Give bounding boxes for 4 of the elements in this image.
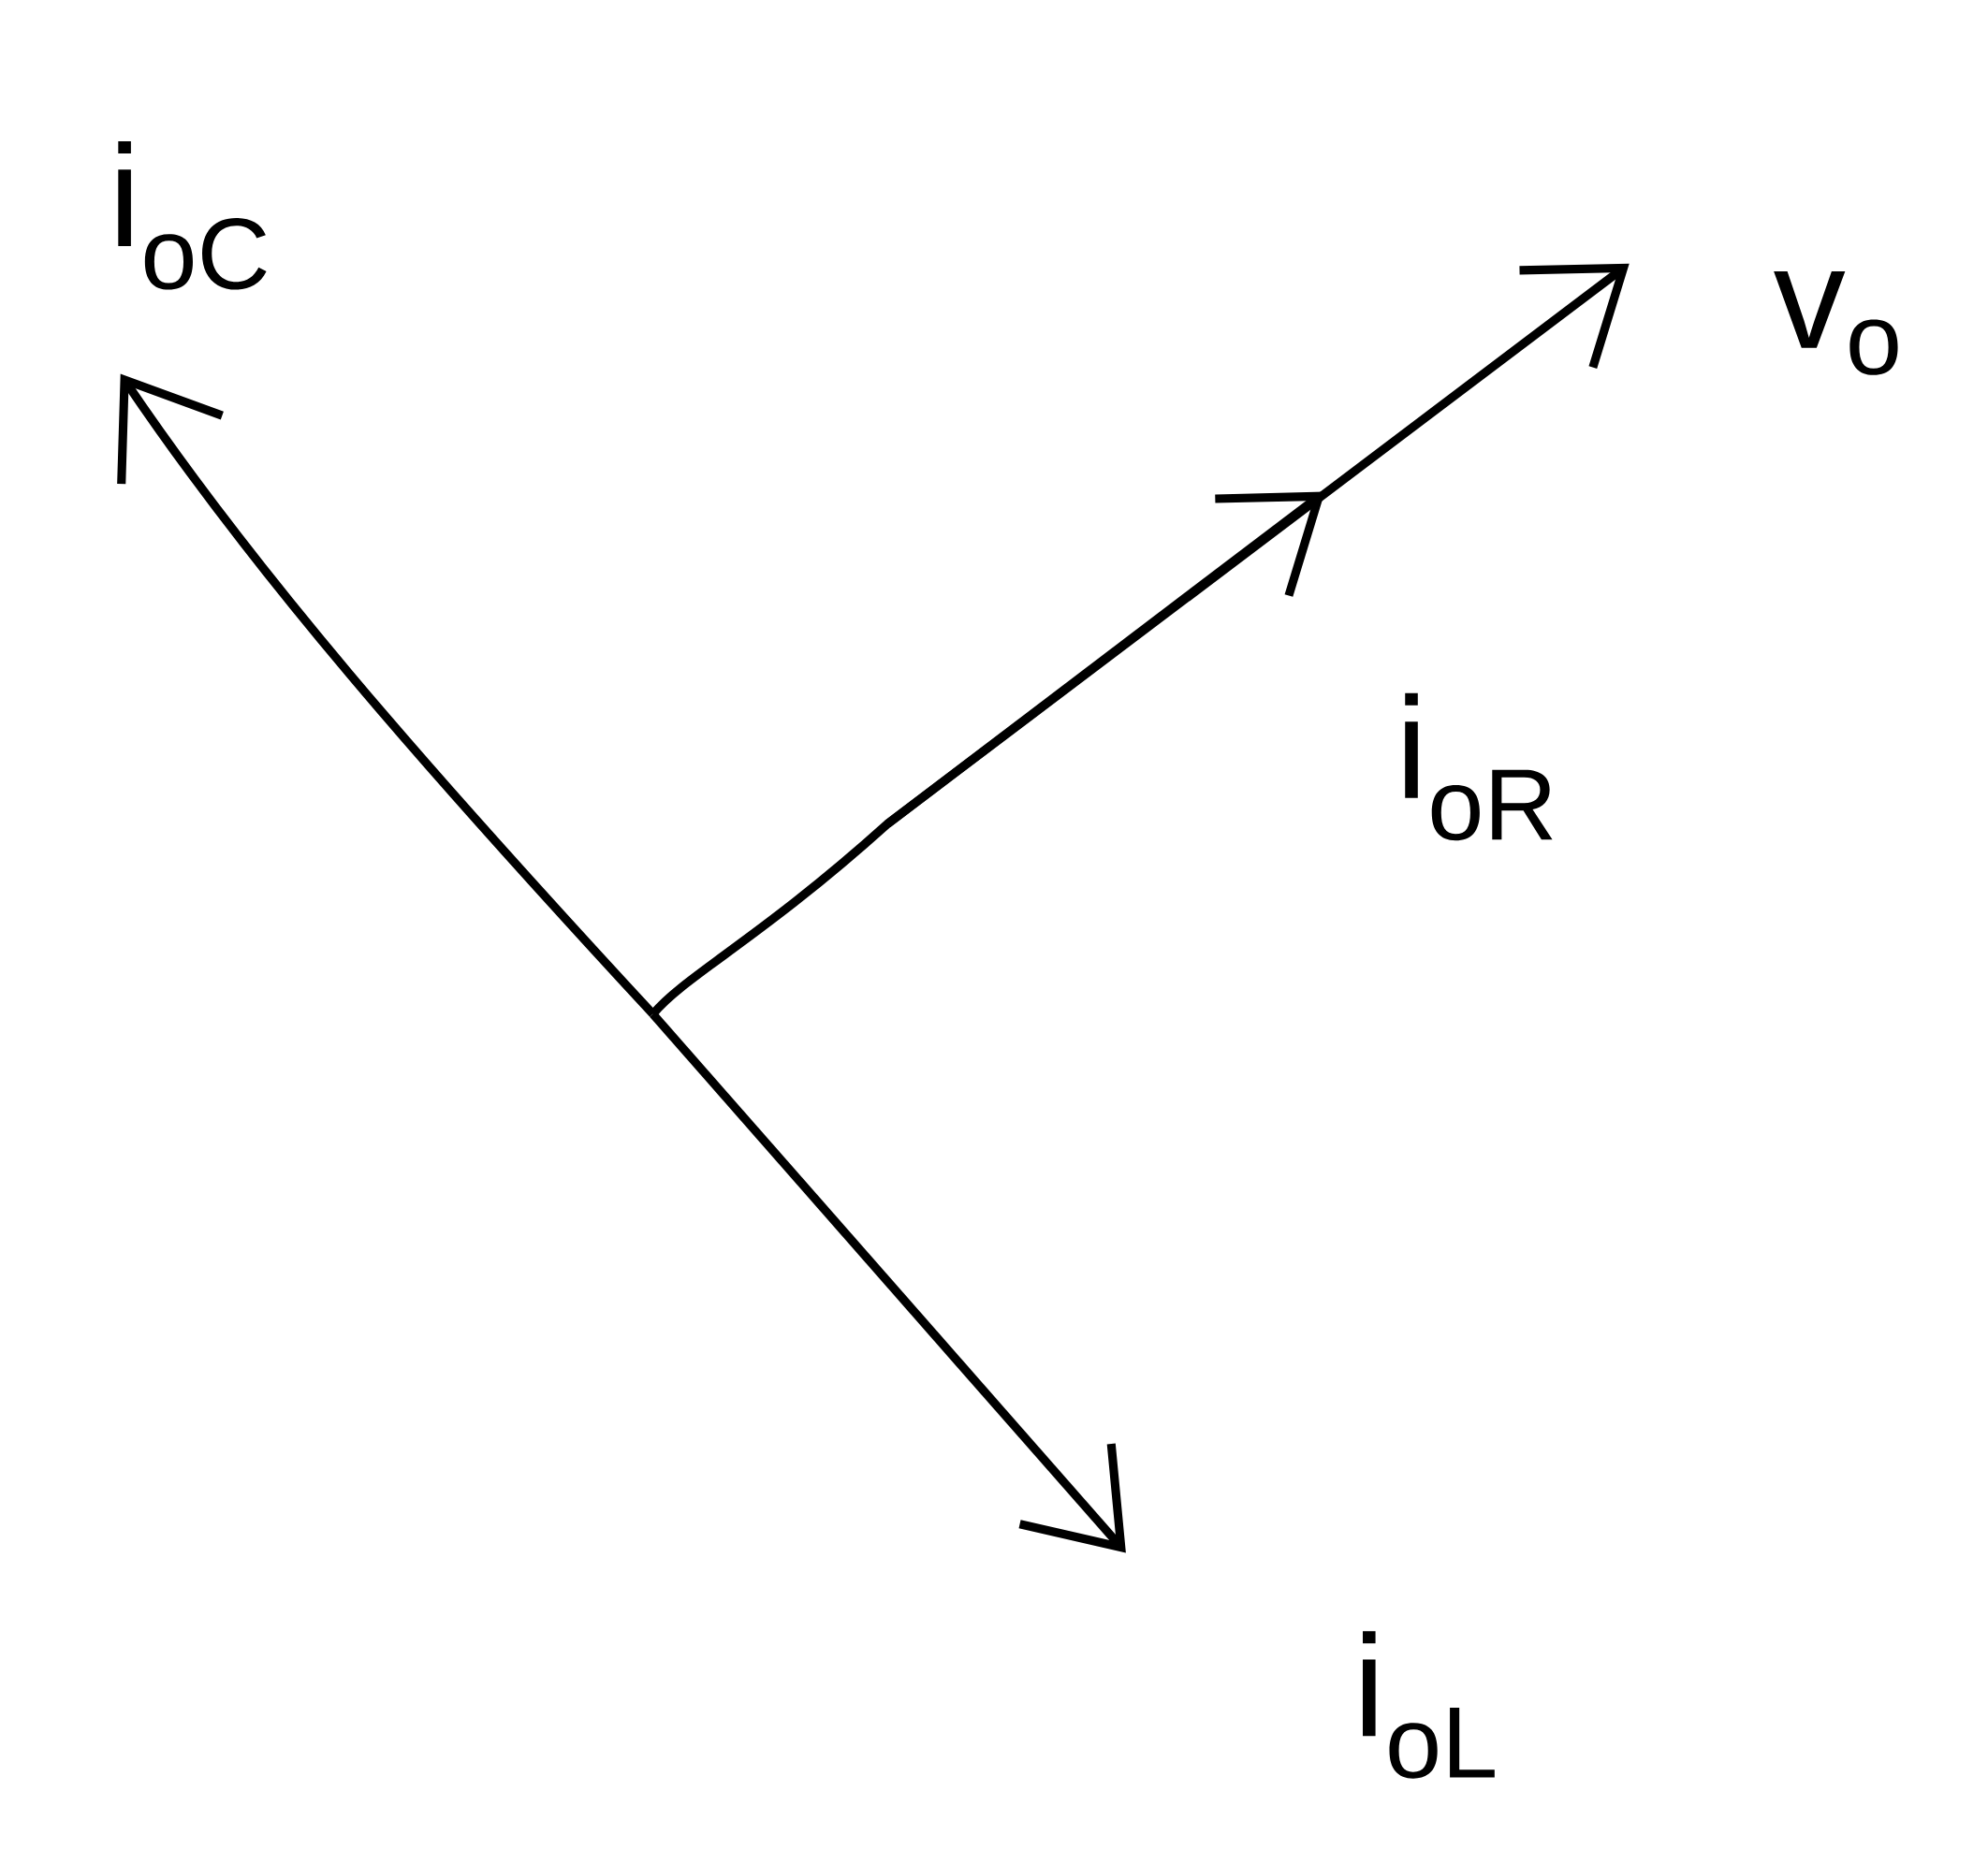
phasor-label: v$_{o}$ — [1774, 270, 1898, 375]
phasor-label: i$_{oR}$ — [1405, 692, 1553, 841]
phasor-label: i$_{oL}$ — [1363, 1631, 1495, 1779]
phasor-label: i$_{oC}$ — [118, 140, 267, 290]
